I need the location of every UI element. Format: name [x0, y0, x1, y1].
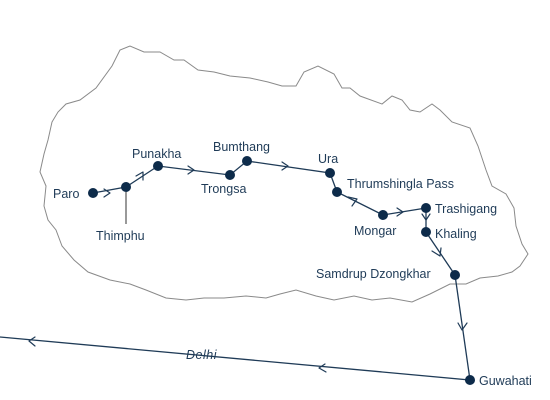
stop-samdrup — [450, 270, 460, 280]
label-thimphu: Thimphu — [96, 229, 145, 243]
stop-paro — [88, 188, 98, 198]
arrow-icon — [187, 165, 195, 175]
label-bumthang: Bumthang — [213, 140, 270, 154]
arrow-icon — [421, 213, 431, 221]
stop-ura — [325, 168, 335, 178]
arrow-icon — [457, 322, 468, 331]
label-trongsa: Trongsa — [201, 182, 246, 196]
stop-bumthang — [242, 156, 252, 166]
stop-guwahati — [465, 375, 475, 385]
label-delhi: Delhi — [186, 348, 218, 362]
label-thrumshingla: Thrumshingla Pass — [347, 177, 454, 191]
arrow-icon — [347, 196, 358, 207]
label-ura: Ura — [318, 152, 338, 166]
arrow-icon — [281, 161, 289, 171]
label-guwahati: Guwahati — [479, 374, 532, 388]
arrow-icon — [396, 207, 404, 217]
label-trashigang: Trashigang — [435, 202, 497, 216]
stop-thrumshingla — [332, 187, 342, 197]
arrow-icon — [318, 363, 327, 373]
arrow-icon — [135, 171, 144, 181]
stop-thimphu — [121, 182, 131, 192]
label-khaling: Khaling — [435, 227, 477, 241]
stop-trongsa — [225, 170, 235, 180]
label-samdrup: Samdrup Dzongkhar — [316, 267, 431, 281]
label-mongar: Mongar — [354, 224, 396, 238]
arrow-icon — [431, 247, 442, 257]
bhutan-outline — [39, 45, 529, 303]
label-punakha: Punakha — [132, 147, 181, 161]
stop-mongar — [378, 210, 388, 220]
arrow-icon — [28, 336, 36, 347]
stop-punakha — [153, 161, 163, 171]
stop-khaling — [421, 227, 431, 237]
stop-trashigang — [421, 203, 431, 213]
arrow-icon — [103, 188, 111, 198]
label-paro: Paro — [53, 187, 79, 201]
